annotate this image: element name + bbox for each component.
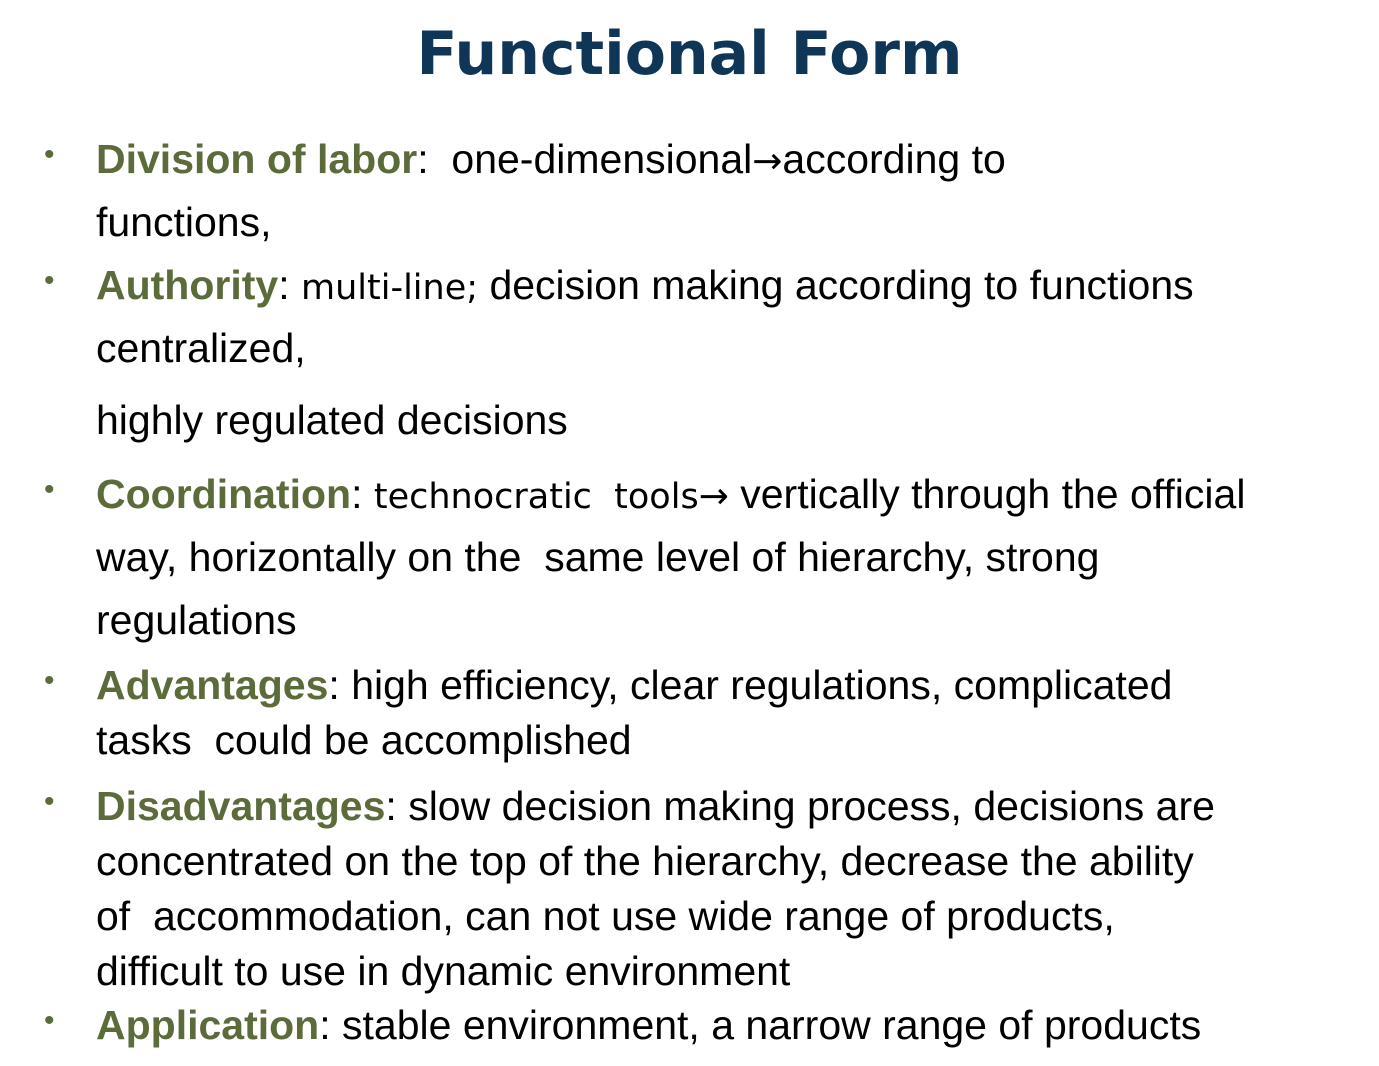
text-line: of accommodation, can not use wide range… (96, 893, 1115, 939)
term-label: Division of labor (96, 136, 418, 182)
term-label: Disadvantages (96, 783, 386, 829)
slide-title: Functional Form (416, 19, 963, 89)
text-line: difficult to use in dynamic environment (96, 948, 791, 994)
text-line: Authority: multi-line; decision making a… (96, 262, 1194, 308)
text-line: tasks could be accomplished (96, 717, 632, 763)
bullet-dot: • (44, 1004, 55, 1037)
text-line: regulations (96, 597, 297, 643)
bullet-dot: • (44, 785, 55, 818)
term-label: Advantages (96, 662, 329, 708)
right-arrow-icon: → (752, 141, 783, 182)
text-line: Disadvantages: slow decision making proc… (96, 783, 1215, 829)
text-line: concentrated on the top of the hierarchy… (96, 838, 1194, 884)
text-line: way, horizontally on the same level of h… (96, 534, 1100, 580)
term-label: Coordination (96, 471, 352, 517)
bullet-dot: • (44, 664, 55, 697)
bullet-dot: • (44, 264, 55, 297)
text-line: Division of labor: one-dimensional→accor… (96, 136, 1006, 182)
right-arrow-icon: → (698, 476, 729, 517)
text-line: Coordination: technocratic tools→ vertic… (96, 471, 1246, 517)
text-line: highly regulated decisions (96, 397, 568, 443)
bullet-dot: • (44, 473, 55, 506)
text-line: centralized, (96, 325, 306, 371)
term-label: Application (96, 1002, 320, 1048)
bullet-dot: • (44, 138, 55, 171)
text-line: Advantages: high efficiency, clear regul… (96, 662, 1173, 708)
text-line: Application: stable environment, a narro… (96, 1002, 1202, 1048)
text-line: functions, (96, 199, 272, 245)
term-label: Authority (96, 262, 279, 308)
